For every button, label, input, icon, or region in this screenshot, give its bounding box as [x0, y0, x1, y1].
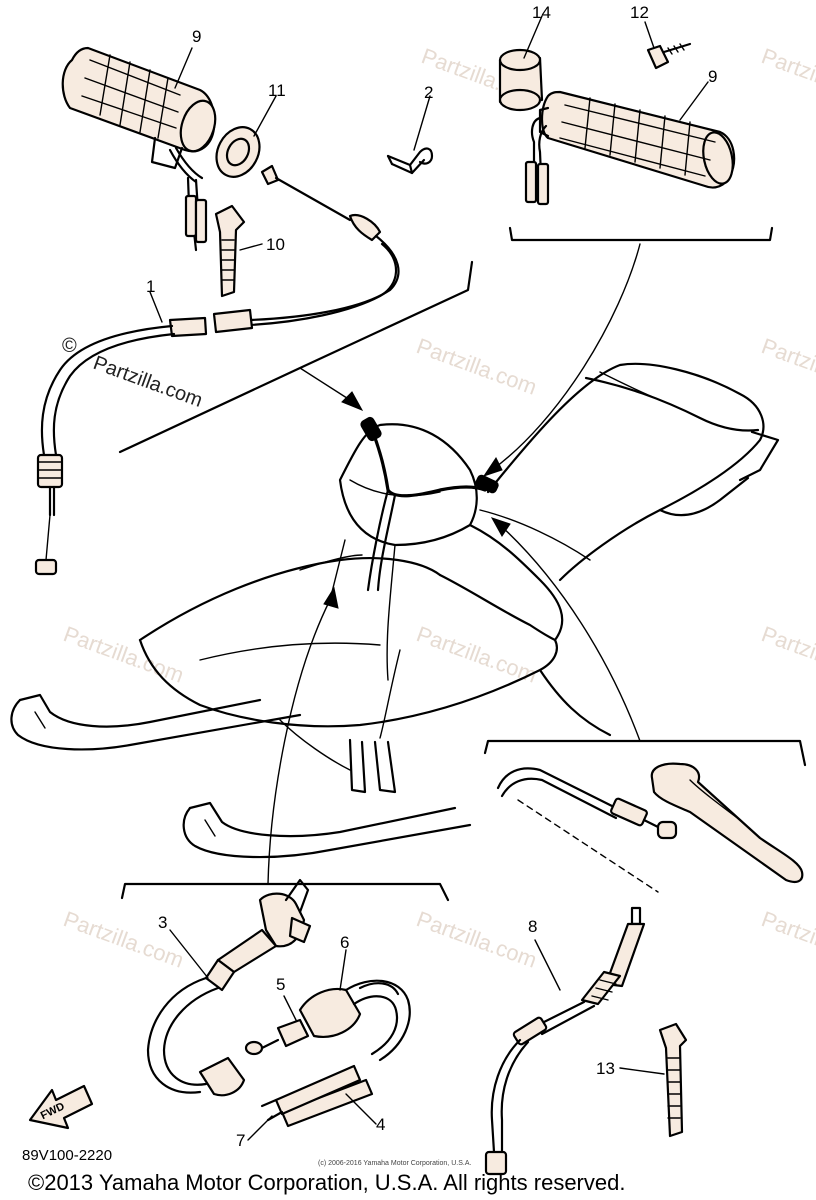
callout-9-right: 9: [708, 67, 717, 86]
switch-group-line: [120, 882, 450, 902]
drawing-code: 89V100-2220: [22, 1147, 112, 1164]
watermark-3: Partzilla.com: [413, 333, 540, 400]
callout-5: 5: [276, 975, 285, 994]
right-grip-group-line: [508, 226, 774, 242]
brake-cable: [496, 767, 678, 840]
left-grip-marker: [360, 416, 382, 442]
watermark-5: Partzilla.com: [60, 621, 187, 688]
right-grip-marker: [475, 474, 499, 494]
watermark-6: Partzilla.com: [413, 621, 540, 688]
callout-7: 7: [236, 1131, 245, 1150]
screw: [646, 42, 692, 70]
watermark-copyright-symbol: ©: [62, 335, 77, 357]
watermark-9: Partzilla.com: [413, 906, 540, 973]
switch-body: [216, 878, 312, 974]
switch-part-6: [298, 979, 411, 1062]
cable-tie-right: [658, 1022, 688, 1138]
brake-lever: [650, 762, 804, 883]
right-grip: [524, 90, 736, 206]
right-grip-cap: [498, 48, 544, 112]
switch-wire-3: [146, 958, 246, 1097]
throttle-cable: [34, 164, 400, 576]
callout-14: 14: [532, 3, 551, 22]
handlebar-in-scene: [299, 416, 499, 601]
small-copyright: (c) 2006-2016 Yamaha Motor Corporation, …: [318, 1160, 471, 1167]
cable-tie-left: [214, 204, 246, 298]
left-grip: [61, 46, 217, 252]
brake-group-line: [483, 739, 807, 767]
callout-1: 1: [146, 277, 155, 296]
callout-11: 11: [268, 81, 286, 100]
copyright-notice: ©2013 Yamaha Motor Corporation, U.S.A. A…: [28, 1170, 625, 1195]
callout-leaders: [149, 15, 709, 1141]
switch-part-5: [244, 1018, 310, 1056]
callout-12: 12: [630, 3, 649, 22]
callout-4: 4: [376, 1115, 385, 1134]
callout-numbers: 9 11 2 1 10 14 12 9 3 5 6 4 7 8 13: [146, 3, 717, 1150]
group-dividers: [118, 226, 807, 902]
watermark-7: Partzilla.com: [758, 621, 816, 688]
watermark-4: Partzilla.com: [758, 333, 816, 400]
switch-part-4-7: [260, 1064, 374, 1128]
callout-8: 8: [528, 917, 537, 936]
callout-10: 10: [266, 235, 285, 254]
callout-2: 2: [424, 83, 433, 102]
left-grip-group-line: [118, 260, 474, 454]
watermark-2: Partzilla.com: [758, 43, 816, 110]
callout-3: 3: [158, 913, 167, 932]
watermark-dark: Partzilla.com: [90, 352, 205, 412]
callout-6: 6: [340, 933, 349, 952]
speedometer-cable: [484, 906, 646, 1176]
watermark-10: Partzilla.com: [758, 906, 816, 973]
watermark-8: Partzilla.com: [60, 906, 187, 973]
callout-13: 13: [596, 1059, 615, 1078]
brake-dashed-leader: [517, 799, 659, 893]
clip: [386, 147, 434, 175]
leader-arrows: [267, 243, 641, 885]
grommet-ring: [215, 126, 261, 178]
callout-9-left: 9: [192, 27, 201, 46]
fwd-arrow: FWD: [28, 1084, 94, 1130]
